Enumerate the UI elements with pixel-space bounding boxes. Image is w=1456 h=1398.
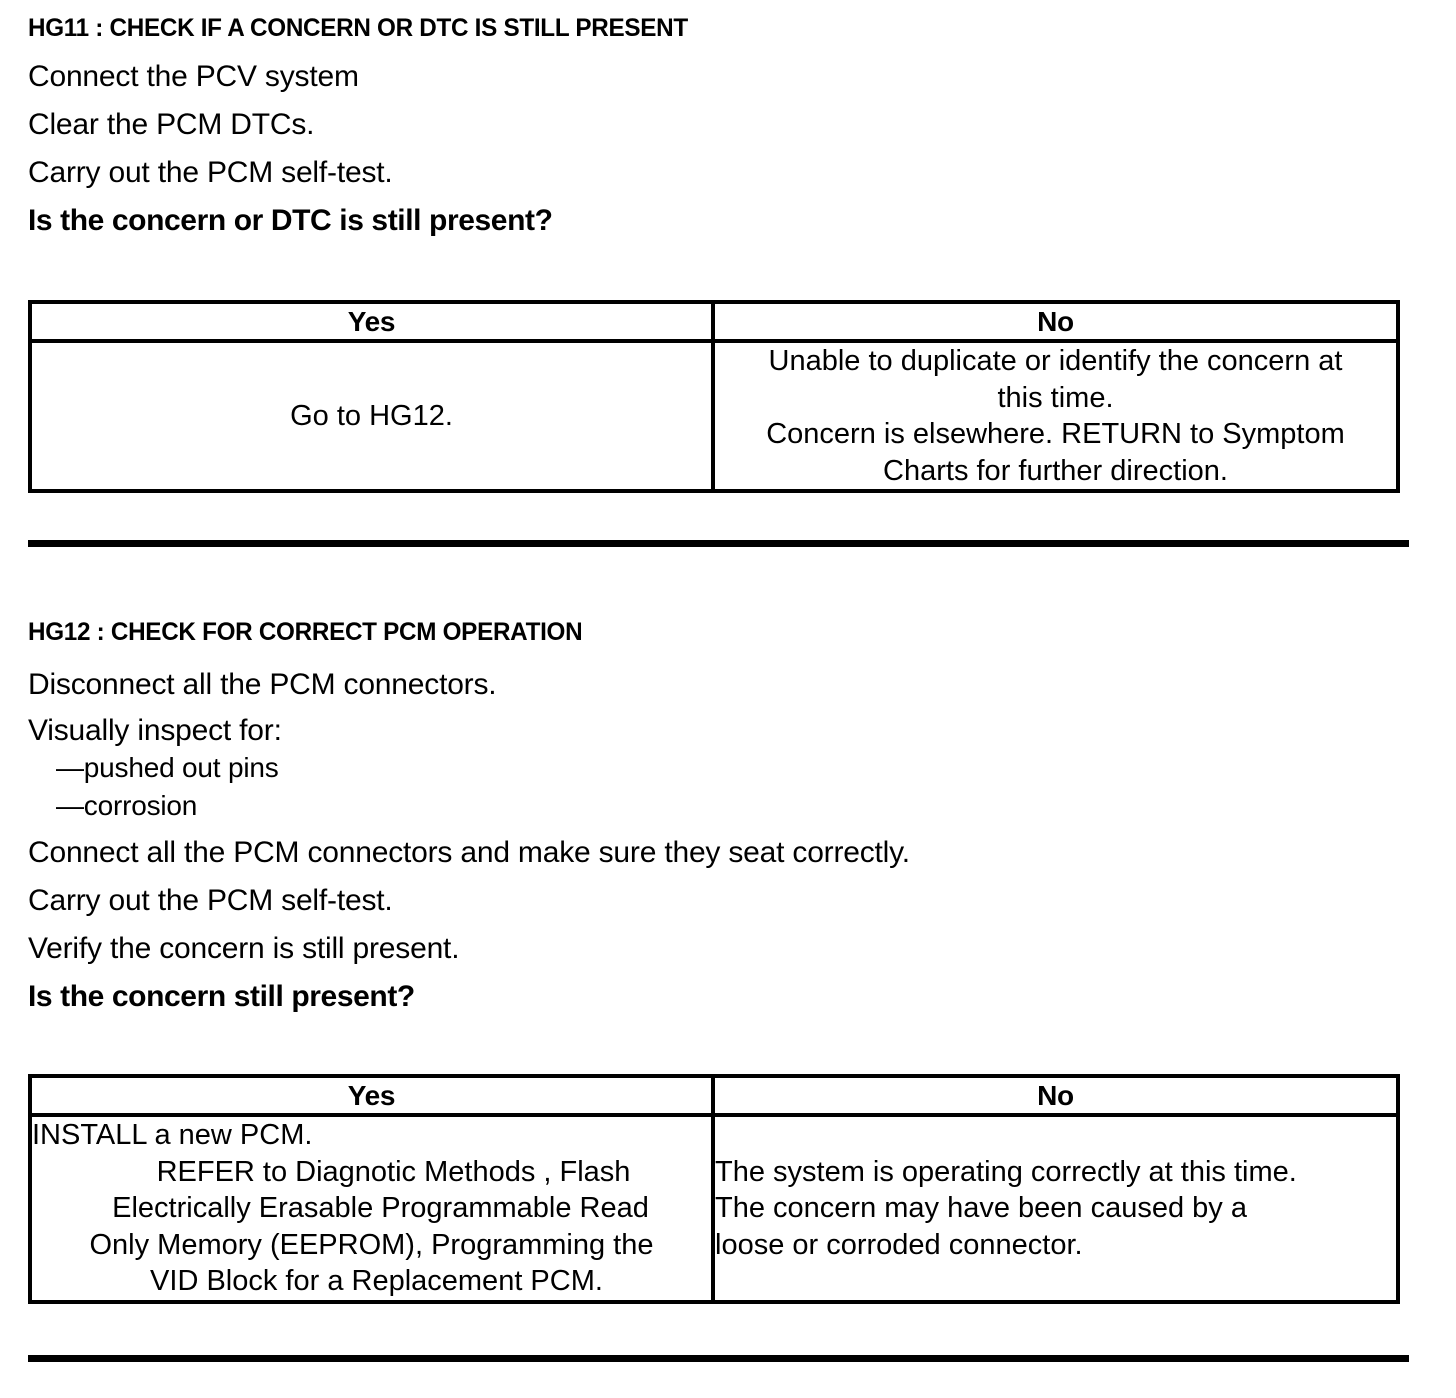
step-line-clear-dtcs: Clear the PCM DTCs. — [28, 108, 315, 141]
section-heading-hg12: HG12 : CHECK FOR CORRECT PCM OPERATION — [28, 618, 583, 646]
decision-table-hg11: Yes No Go to HG12. Unable to duplicate o… — [28, 299, 1400, 494]
cell-line: REFER to Diagnotic Methods , Flash — [156, 1155, 631, 1188]
cell-yes-hg12: INSTALL a new PCM. REFER to Diagnotic Me… — [28, 1113, 715, 1304]
question-hg12: Is the concern still present? — [28, 980, 415, 1013]
cell-no-hg11-lines: Unable to duplicate or identify the conc… — [715, 343, 1396, 489]
cell-line: VID Block for a Replacement PCM. — [150, 1265, 603, 1298]
section-divider-rule-1 — [28, 540, 1409, 547]
table-row: Go to HG12. Unable to duplicate or ident… — [28, 339, 1400, 494]
step-line-connect-connectors: Connect all the PCM connectors and make … — [28, 836, 910, 869]
cell-line: Concern is elsewhere. RETURN to Symptom — [766, 418, 1345, 451]
cell-line: Charts for further direction. — [883, 454, 1228, 487]
cell-line: this time. — [997, 381, 1114, 414]
cell-no-hg12: The system is operating correctly at thi… — [711, 1113, 1400, 1304]
column-header-yes: Yes — [28, 299, 715, 344]
cell-yes-hg11: Go to HG12. — [28, 339, 715, 494]
section-heading-hg11: HG11 : CHECK IF A CONCERN OR DTC IS STIL… — [28, 14, 688, 42]
step-line-disconnect-connectors: Disconnect all the PCM connectors. — [28, 668, 497, 701]
table-header-row: Yes No — [28, 299, 1400, 344]
cell-line: Electrically Erasable Programmable Read — [112, 1192, 649, 1225]
column-header-no: No — [711, 299, 1400, 344]
cell-yes-hg12-lines: INSTALL a new PCM. REFER to Diagnotic Me… — [32, 1117, 711, 1300]
table-row: INSTALL a new PCM. REFER to Diagnotic Me… — [28, 1113, 1400, 1304]
section-divider-rule-2 — [28, 1355, 1409, 1362]
cell-line: The system is operating correctly at thi… — [715, 1155, 1297, 1188]
cell-yes-hg11-lines: Go to HG12. — [32, 398, 711, 435]
decision-table-hg12: Yes No INSTALL a new PCM. REFER to Diagn… — [28, 1073, 1400, 1304]
step-line-visually-inspect: Visually inspect for: — [28, 714, 282, 747]
cell-line: The concern may have been caused by a — [715, 1192, 1247, 1225]
column-header-yes: Yes — [28, 1073, 715, 1118]
cell-line: Only Memory (EEPROM), Programming the — [89, 1228, 654, 1261]
step-line-self-test: Carry out the PCM self-test. — [28, 156, 393, 189]
table-header-row: Yes No — [28, 1073, 1400, 1118]
cell-line: INSTALL a new PCM. — [32, 1119, 313, 1152]
step-line-self-test-2: Carry out the PCM self-test. — [28, 884, 393, 917]
cell-line: Unable to duplicate or identify the conc… — [768, 345, 1343, 378]
bullet-corrosion: —corrosion — [56, 790, 198, 821]
cell-line: loose or corroded connector. — [715, 1228, 1083, 1261]
column-header-no: No — [711, 1073, 1400, 1118]
cell-line: Go to HG12. — [290, 400, 453, 433]
cell-no-hg12-lines: The system is operating correctly at thi… — [715, 1154, 1396, 1264]
bullet-pushed-out-pins: —pushed out pins — [56, 752, 279, 783]
cell-no-hg11: Unable to duplicate or identify the conc… — [711, 339, 1400, 494]
step-line-connect-pcv: Connect the PCV system — [28, 60, 359, 93]
question-hg11: Is the concern or DTC is still present? — [28, 204, 553, 237]
step-line-verify-concern: Verify the concern is still present. — [28, 932, 460, 965]
